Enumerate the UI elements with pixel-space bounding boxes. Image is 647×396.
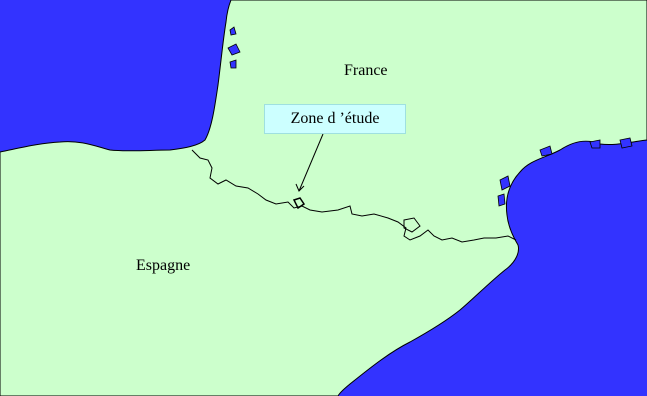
lagoon: [619, 137, 633, 149]
label-spain: Espagne: [136, 257, 190, 274]
study-zone-marker: [292, 197, 306, 210]
study-zone-label: Zone d ’étude: [290, 110, 380, 127]
island: [229, 59, 237, 69]
lagoon: [539, 145, 553, 157]
lagoon: [589, 139, 601, 149]
border-loop: [403, 217, 421, 233]
study-zone-callout: Zone d ’étude: [264, 104, 406, 134]
france-spain-border: [191, 149, 517, 243]
island: [227, 43, 241, 56]
lagoon: [497, 193, 506, 207]
callout-pointer: [298, 133, 324, 192]
island: [229, 26, 237, 36]
lagoon: [499, 175, 511, 191]
label-france: France: [344, 62, 388, 79]
callout-arrowhead: [295, 183, 305, 192]
